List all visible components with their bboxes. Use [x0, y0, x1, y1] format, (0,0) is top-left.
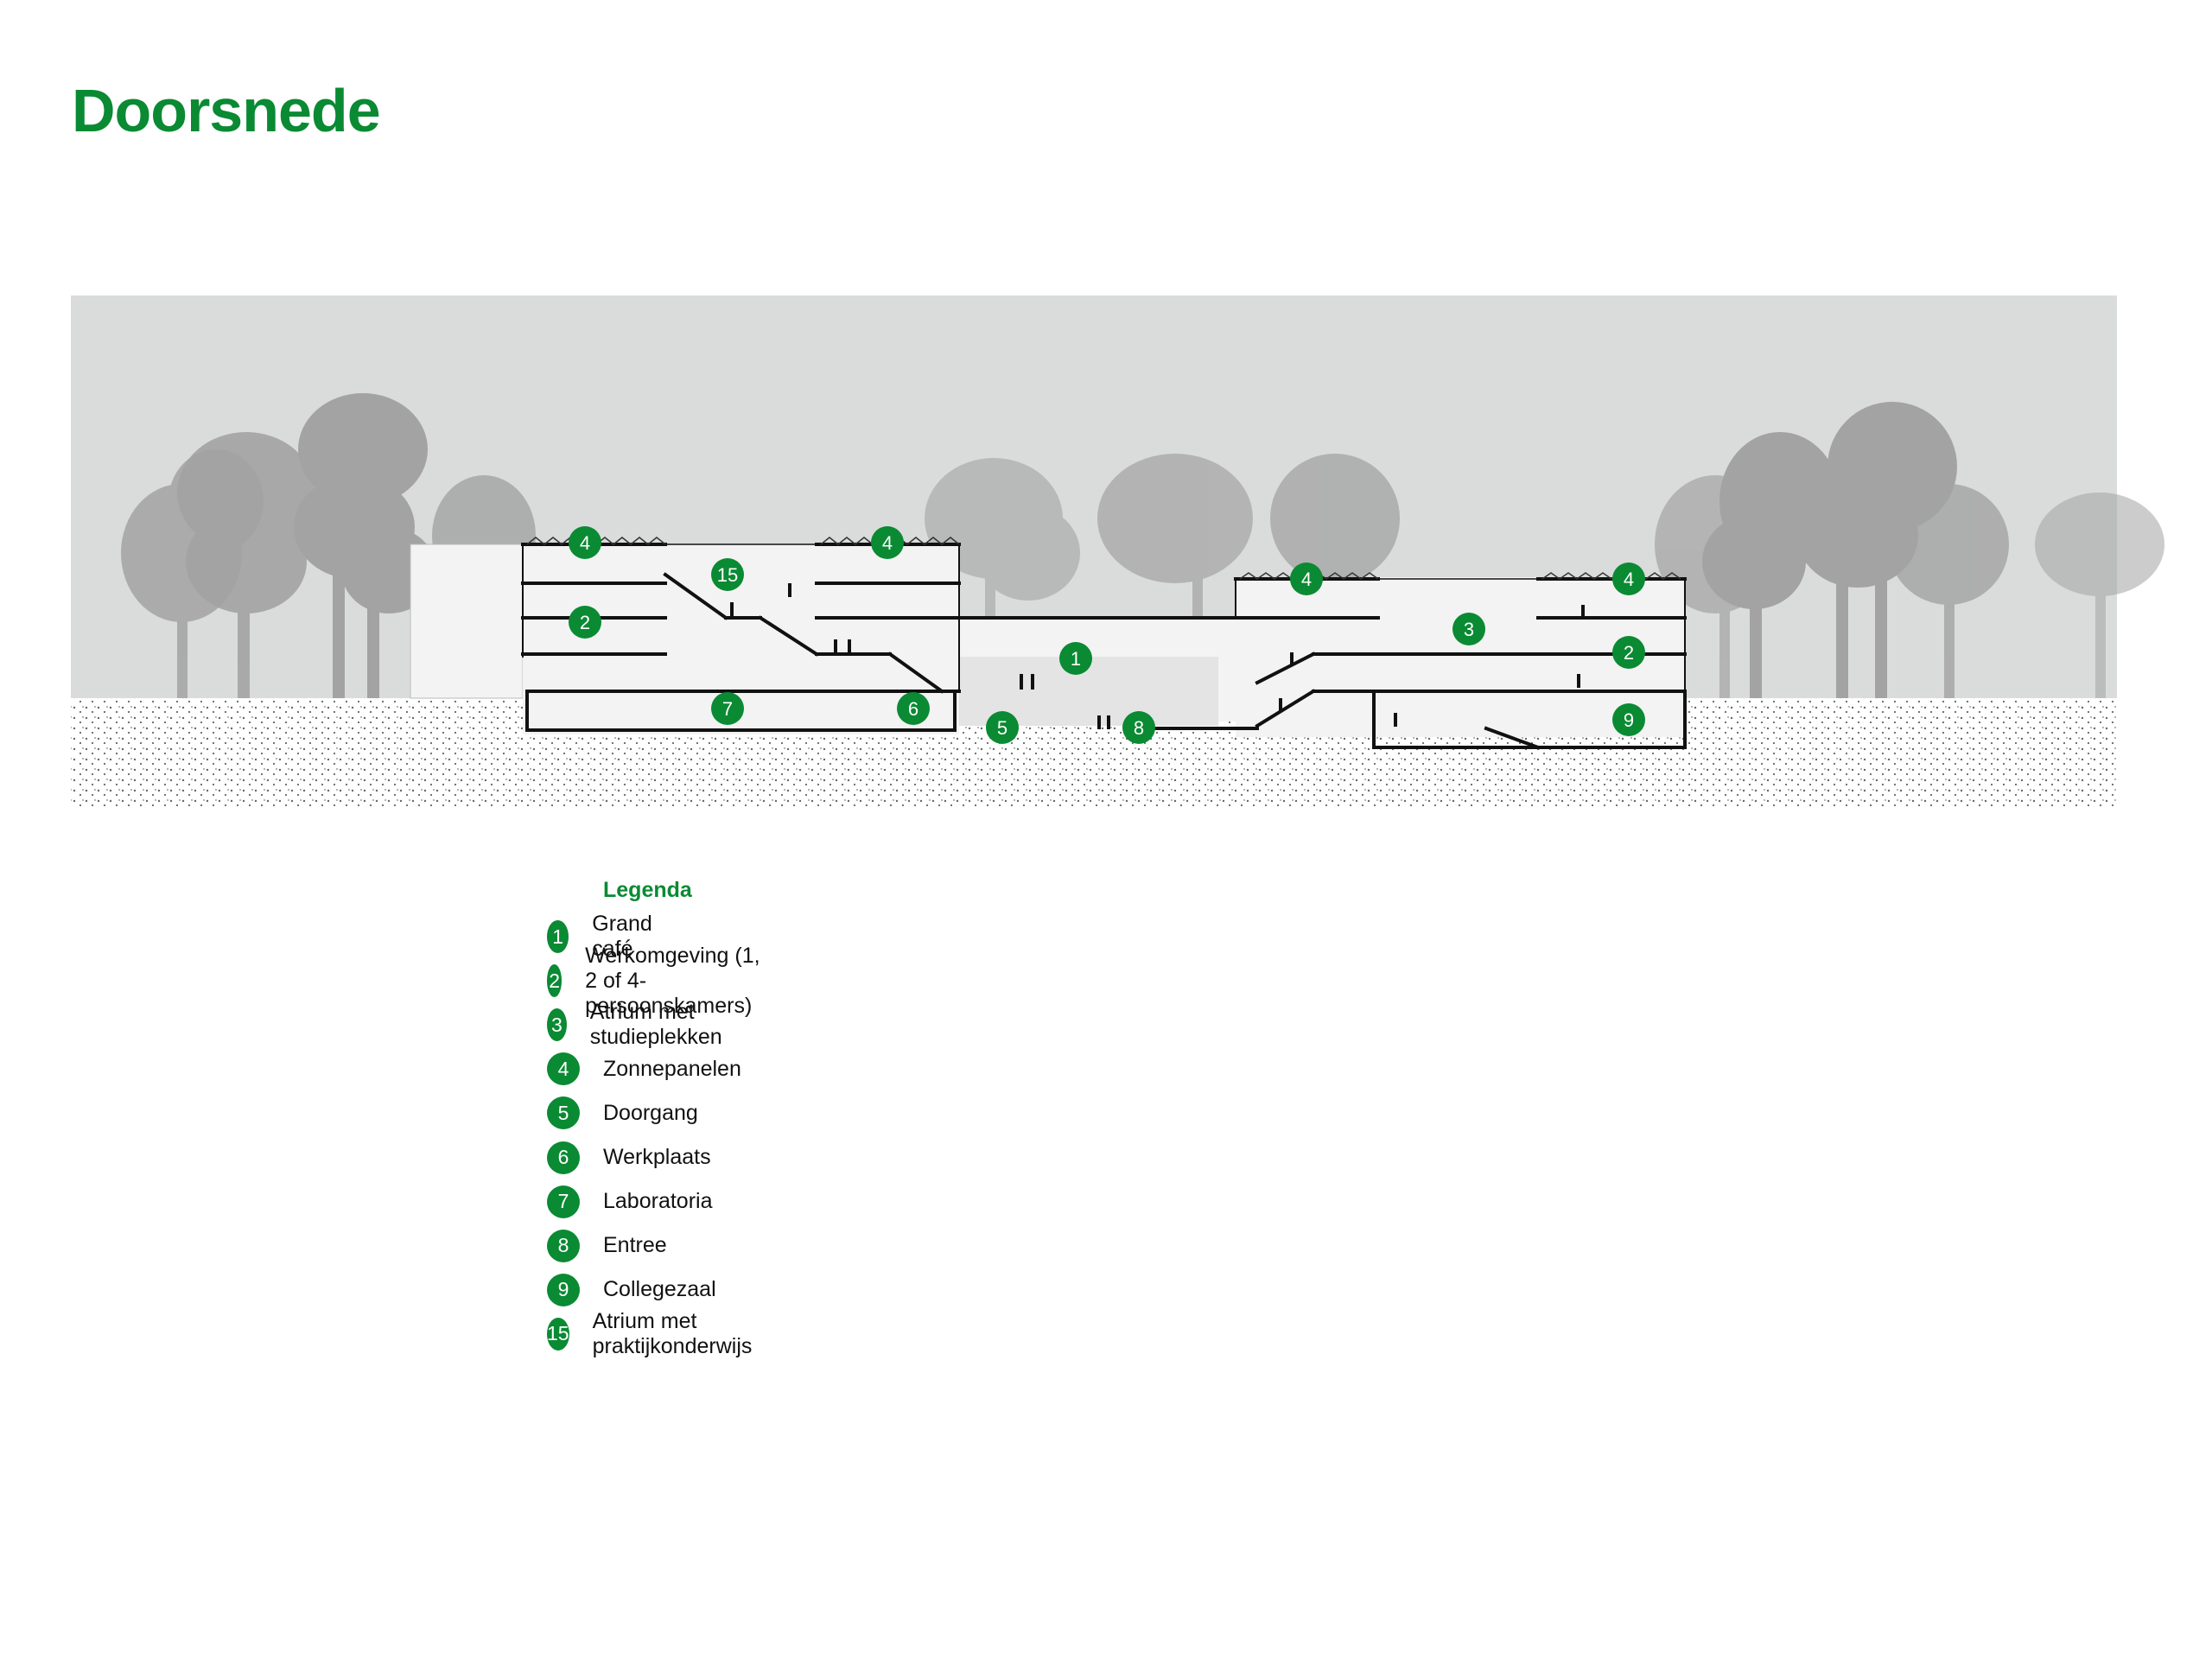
section-marker: 4	[1612, 563, 1645, 595]
section-marker: 5	[986, 711, 1019, 744]
section-marker-number: 9	[1624, 709, 1634, 731]
section-marker: 8	[1122, 711, 1155, 744]
section-marker-number: 8	[1134, 717, 1144, 739]
legend-item: 15 Atrium met praktijkonderwijs	[547, 1309, 763, 1358]
section-marker-number: 15	[717, 564, 738, 586]
section-marker: 1	[1059, 642, 1092, 675]
legend-number-badge: 15	[547, 1317, 569, 1351]
section-marker-number: 2	[1624, 642, 1634, 664]
tree	[1888, 484, 2009, 698]
legend-number-badge: 3	[547, 1008, 567, 1042]
section-marker-number: 4	[1301, 569, 1312, 590]
legend-label: Werkomgeving (1, 2 of 4-persoonskamers)	[585, 943, 760, 1018]
legend-label: Grand café	[592, 912, 652, 961]
section-marker: 6	[897, 692, 930, 725]
legend-item: 7 Laboratoria	[547, 1185, 712, 1219]
section-marker-number: 3	[1464, 619, 1474, 640]
section-marker-number: 5	[997, 717, 1007, 739]
legend-item: 4 Zonnepanelen	[547, 1052, 741, 1086]
tree	[177, 432, 315, 698]
legend-label: Doorgang	[603, 1100, 698, 1125]
section-marker-number: 7	[722, 698, 733, 720]
section-marker-number: 4	[580, 532, 590, 554]
legend-number-badge: 8	[547, 1229, 580, 1262]
section-marker: 15	[711, 558, 744, 591]
section-marker-number: 1	[1071, 648, 1081, 670]
legend-label: Atrium met praktijkonderwijs	[592, 1308, 753, 1358]
legend-title: Legenda	[603, 878, 692, 902]
page-title: Doorsnede	[72, 77, 381, 144]
legend-item: 9 Collegezaal	[547, 1273, 716, 1307]
legend-number-badge: 6	[547, 1141, 580, 1174]
legend-number-badge: 5	[547, 1096, 580, 1130]
legend-number-badge: 4	[547, 1052, 580, 1086]
legend-label: Entree	[603, 1233, 667, 1258]
legend-item: 1 Grand café	[547, 912, 663, 961]
section-marker: 7	[711, 692, 744, 725]
legend-item: 8 Entree	[547, 1229, 667, 1263]
section-marker: 4	[1290, 563, 1323, 595]
legend-number-badge: 7	[547, 1185, 580, 1218]
left-white-block	[410, 543, 524, 699]
section-marker-number: 4	[1624, 569, 1634, 590]
section-marker: 4	[871, 526, 904, 559]
section-marker: 9	[1612, 703, 1645, 736]
legend-item: 6 Werkplaats	[547, 1141, 711, 1175]
legend-number-badge: 9	[547, 1273, 580, 1306]
legend-label: Atrium met studieplekken	[589, 1000, 722, 1050]
legend-item: 3 Atrium met studieplekken	[547, 1000, 735, 1049]
legend-label: Werkplaats	[603, 1145, 711, 1169]
section-marker: 3	[1452, 613, 1485, 645]
section-marker-number: 4	[882, 532, 893, 554]
legend-item: 5 Doorgang	[547, 1096, 698, 1130]
legend-label: Laboratoria	[603, 1189, 713, 1214]
legend-label: Zonnepanelen	[603, 1056, 741, 1081]
section-marker-number: 2	[580, 612, 590, 633]
section-marker: 4	[569, 526, 601, 559]
legend-number-badge: 1	[547, 920, 569, 953]
legend-label: Collegezaal	[603, 1277, 716, 1302]
section-marker-number: 6	[908, 698, 918, 720]
section-marker: 2	[569, 606, 601, 639]
tree	[2035, 493, 2164, 698]
tree-group	[121, 393, 2164, 698]
section-marker: 2	[1612, 636, 1645, 669]
section-markers: 4 4 15 2 7 6 5 8 1 4 3 4 2 9	[569, 526, 1645, 744]
legend-number-badge: 2	[547, 964, 563, 998]
legend-item: 2 Werkomgeving (1, 2 of 4-persoonskamers)	[547, 944, 770, 1018]
people-figures	[730, 583, 1585, 729]
